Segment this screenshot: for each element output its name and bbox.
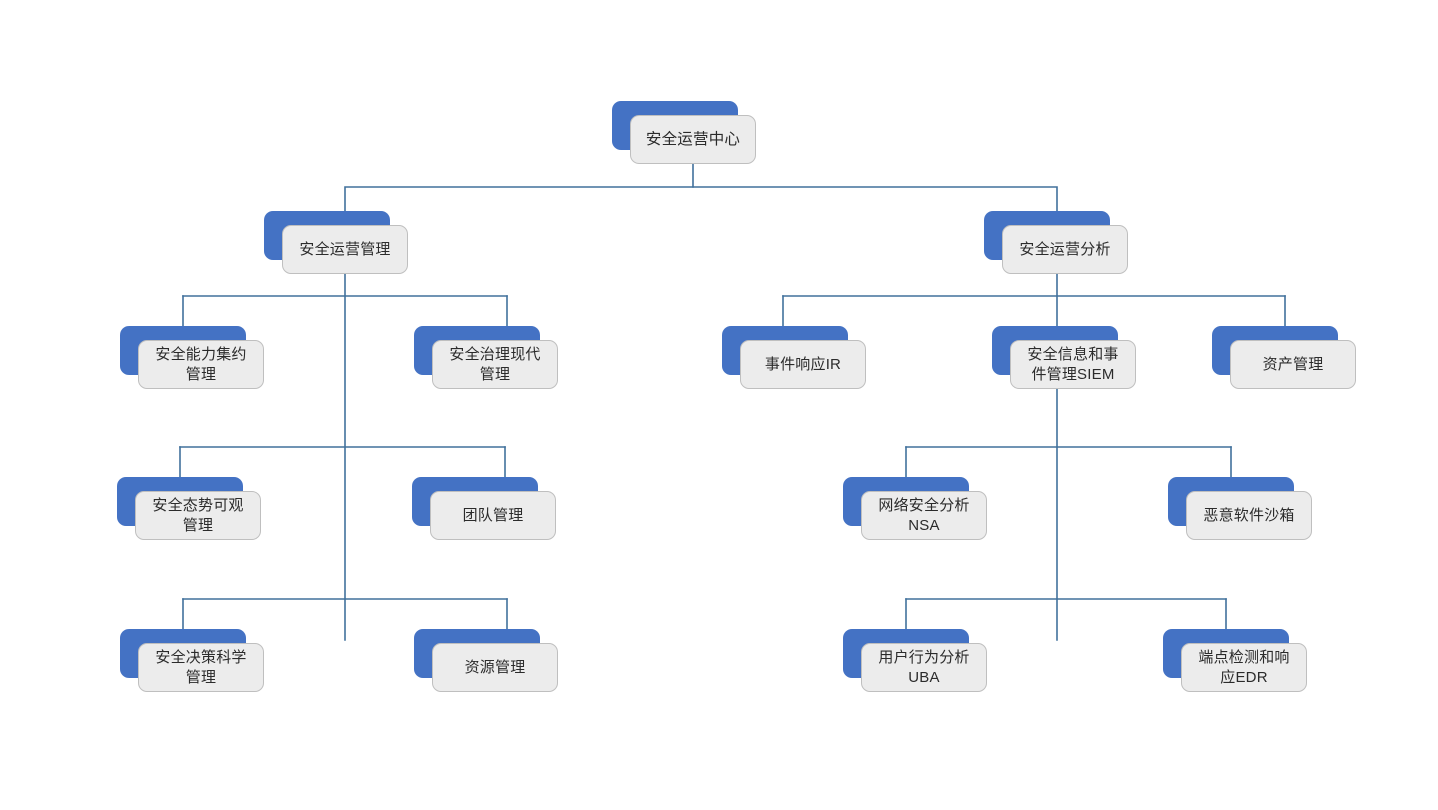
node-card: 安全态势可观 管理 — [135, 491, 261, 540]
node-card: 用户行为分析 UBA — [861, 643, 987, 692]
org-node-root[interactable]: 安全运营中心 — [612, 101, 756, 164]
org-node-m3[interactable]: 安全态势可观 管理 — [117, 477, 261, 540]
node-label: 网络安全分析 NSA — [878, 496, 970, 534]
org-node-a5[interactable]: 恶意软件沙箱 — [1168, 477, 1312, 540]
node-label: 安全能力集约 管理 — [155, 345, 247, 383]
node-card: 网络安全分析 NSA — [861, 491, 987, 540]
node-label: 恶意软件沙箱 — [1203, 506, 1295, 524]
node-card: 安全运营中心 — [630, 115, 756, 164]
node-card: 安全运营分析 — [1002, 225, 1128, 274]
org-node-a4[interactable]: 网络安全分析 NSA — [843, 477, 987, 540]
node-label: 安全运营管理 — [299, 240, 391, 258]
node-card: 安全运营管理 — [282, 225, 408, 274]
org-node-m4[interactable]: 团队管理 — [412, 477, 556, 540]
node-label: 安全运营中心 — [645, 130, 741, 148]
node-label: 端点检测和响 应EDR — [1198, 648, 1290, 686]
org-node-a2[interactable]: 安全信息和事 件管理SIEM — [992, 326, 1136, 389]
node-label: 安全治理现代 管理 — [449, 345, 541, 383]
org-node-m6[interactable]: 资源管理 — [414, 629, 558, 692]
node-card: 安全能力集约 管理 — [138, 340, 264, 389]
node-card: 安全决策科学 管理 — [138, 643, 264, 692]
node-card: 资产管理 — [1230, 340, 1356, 389]
org-node-m5[interactable]: 安全决策科学 管理 — [120, 629, 264, 692]
org-node-a6[interactable]: 用户行为分析 UBA — [843, 629, 987, 692]
node-label: 事件响应IR — [764, 355, 842, 373]
org-node-a7[interactable]: 端点检测和响 应EDR — [1163, 629, 1307, 692]
org-node-m1[interactable]: 安全能力集约 管理 — [120, 326, 264, 389]
org-node-a3[interactable]: 资产管理 — [1212, 326, 1356, 389]
node-label: 资源管理 — [464, 658, 526, 676]
node-label: 资产管理 — [1262, 355, 1324, 373]
node-label: 团队管理 — [462, 506, 524, 524]
node-card: 资源管理 — [432, 643, 558, 692]
node-card: 恶意软件沙箱 — [1186, 491, 1312, 540]
org-node-anal[interactable]: 安全运营分析 — [984, 211, 1128, 274]
org-node-a1[interactable]: 事件响应IR — [722, 326, 866, 389]
node-label: 安全决策科学 管理 — [155, 648, 247, 686]
org-node-m2[interactable]: 安全治理现代 管理 — [414, 326, 558, 389]
node-label: 安全运营分析 — [1019, 240, 1111, 258]
node-card: 事件响应IR — [740, 340, 866, 389]
node-card: 安全信息和事 件管理SIEM — [1010, 340, 1136, 389]
node-label: 用户行为分析 UBA — [878, 648, 970, 686]
node-card: 团队管理 — [430, 491, 556, 540]
node-card: 安全治理现代 管理 — [432, 340, 558, 389]
node-label: 安全信息和事 件管理SIEM — [1027, 345, 1119, 383]
node-label: 安全态势可观 管理 — [152, 496, 244, 534]
org-node-mgmt[interactable]: 安全运营管理 — [264, 211, 408, 274]
connector-path — [344, 163, 694, 226]
node-card: 端点检测和响 应EDR — [1181, 643, 1307, 692]
